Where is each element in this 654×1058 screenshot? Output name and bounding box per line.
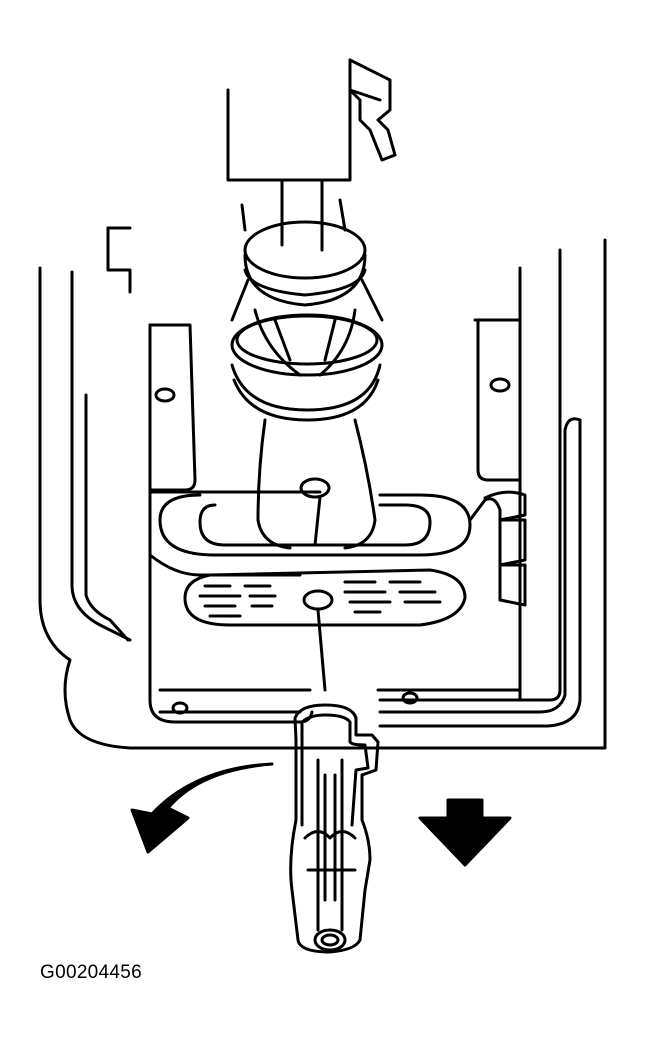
base-gasket [150, 492, 525, 605]
boot-bellows [232, 222, 382, 420]
lever-stalk [258, 420, 375, 548]
mount-hole-right [491, 379, 509, 391]
slotted-plate [185, 570, 465, 625]
alignment-line [318, 610, 325, 690]
rotate-arrow-icon [132, 764, 272, 852]
outer-housing [40, 240, 605, 748]
shaft [242, 180, 345, 250]
mount-hole-bottom-left [173, 703, 187, 713]
removal-tool[interactable] [291, 705, 378, 952]
inner-plate [108, 228, 520, 722]
mount-hole-left [156, 389, 174, 401]
mount-hole-bottom-right [403, 693, 417, 703]
figure-id-label: G00204456 [40, 962, 143, 983]
down-arrow-icon [420, 800, 510, 865]
connector-block [228, 60, 395, 180]
